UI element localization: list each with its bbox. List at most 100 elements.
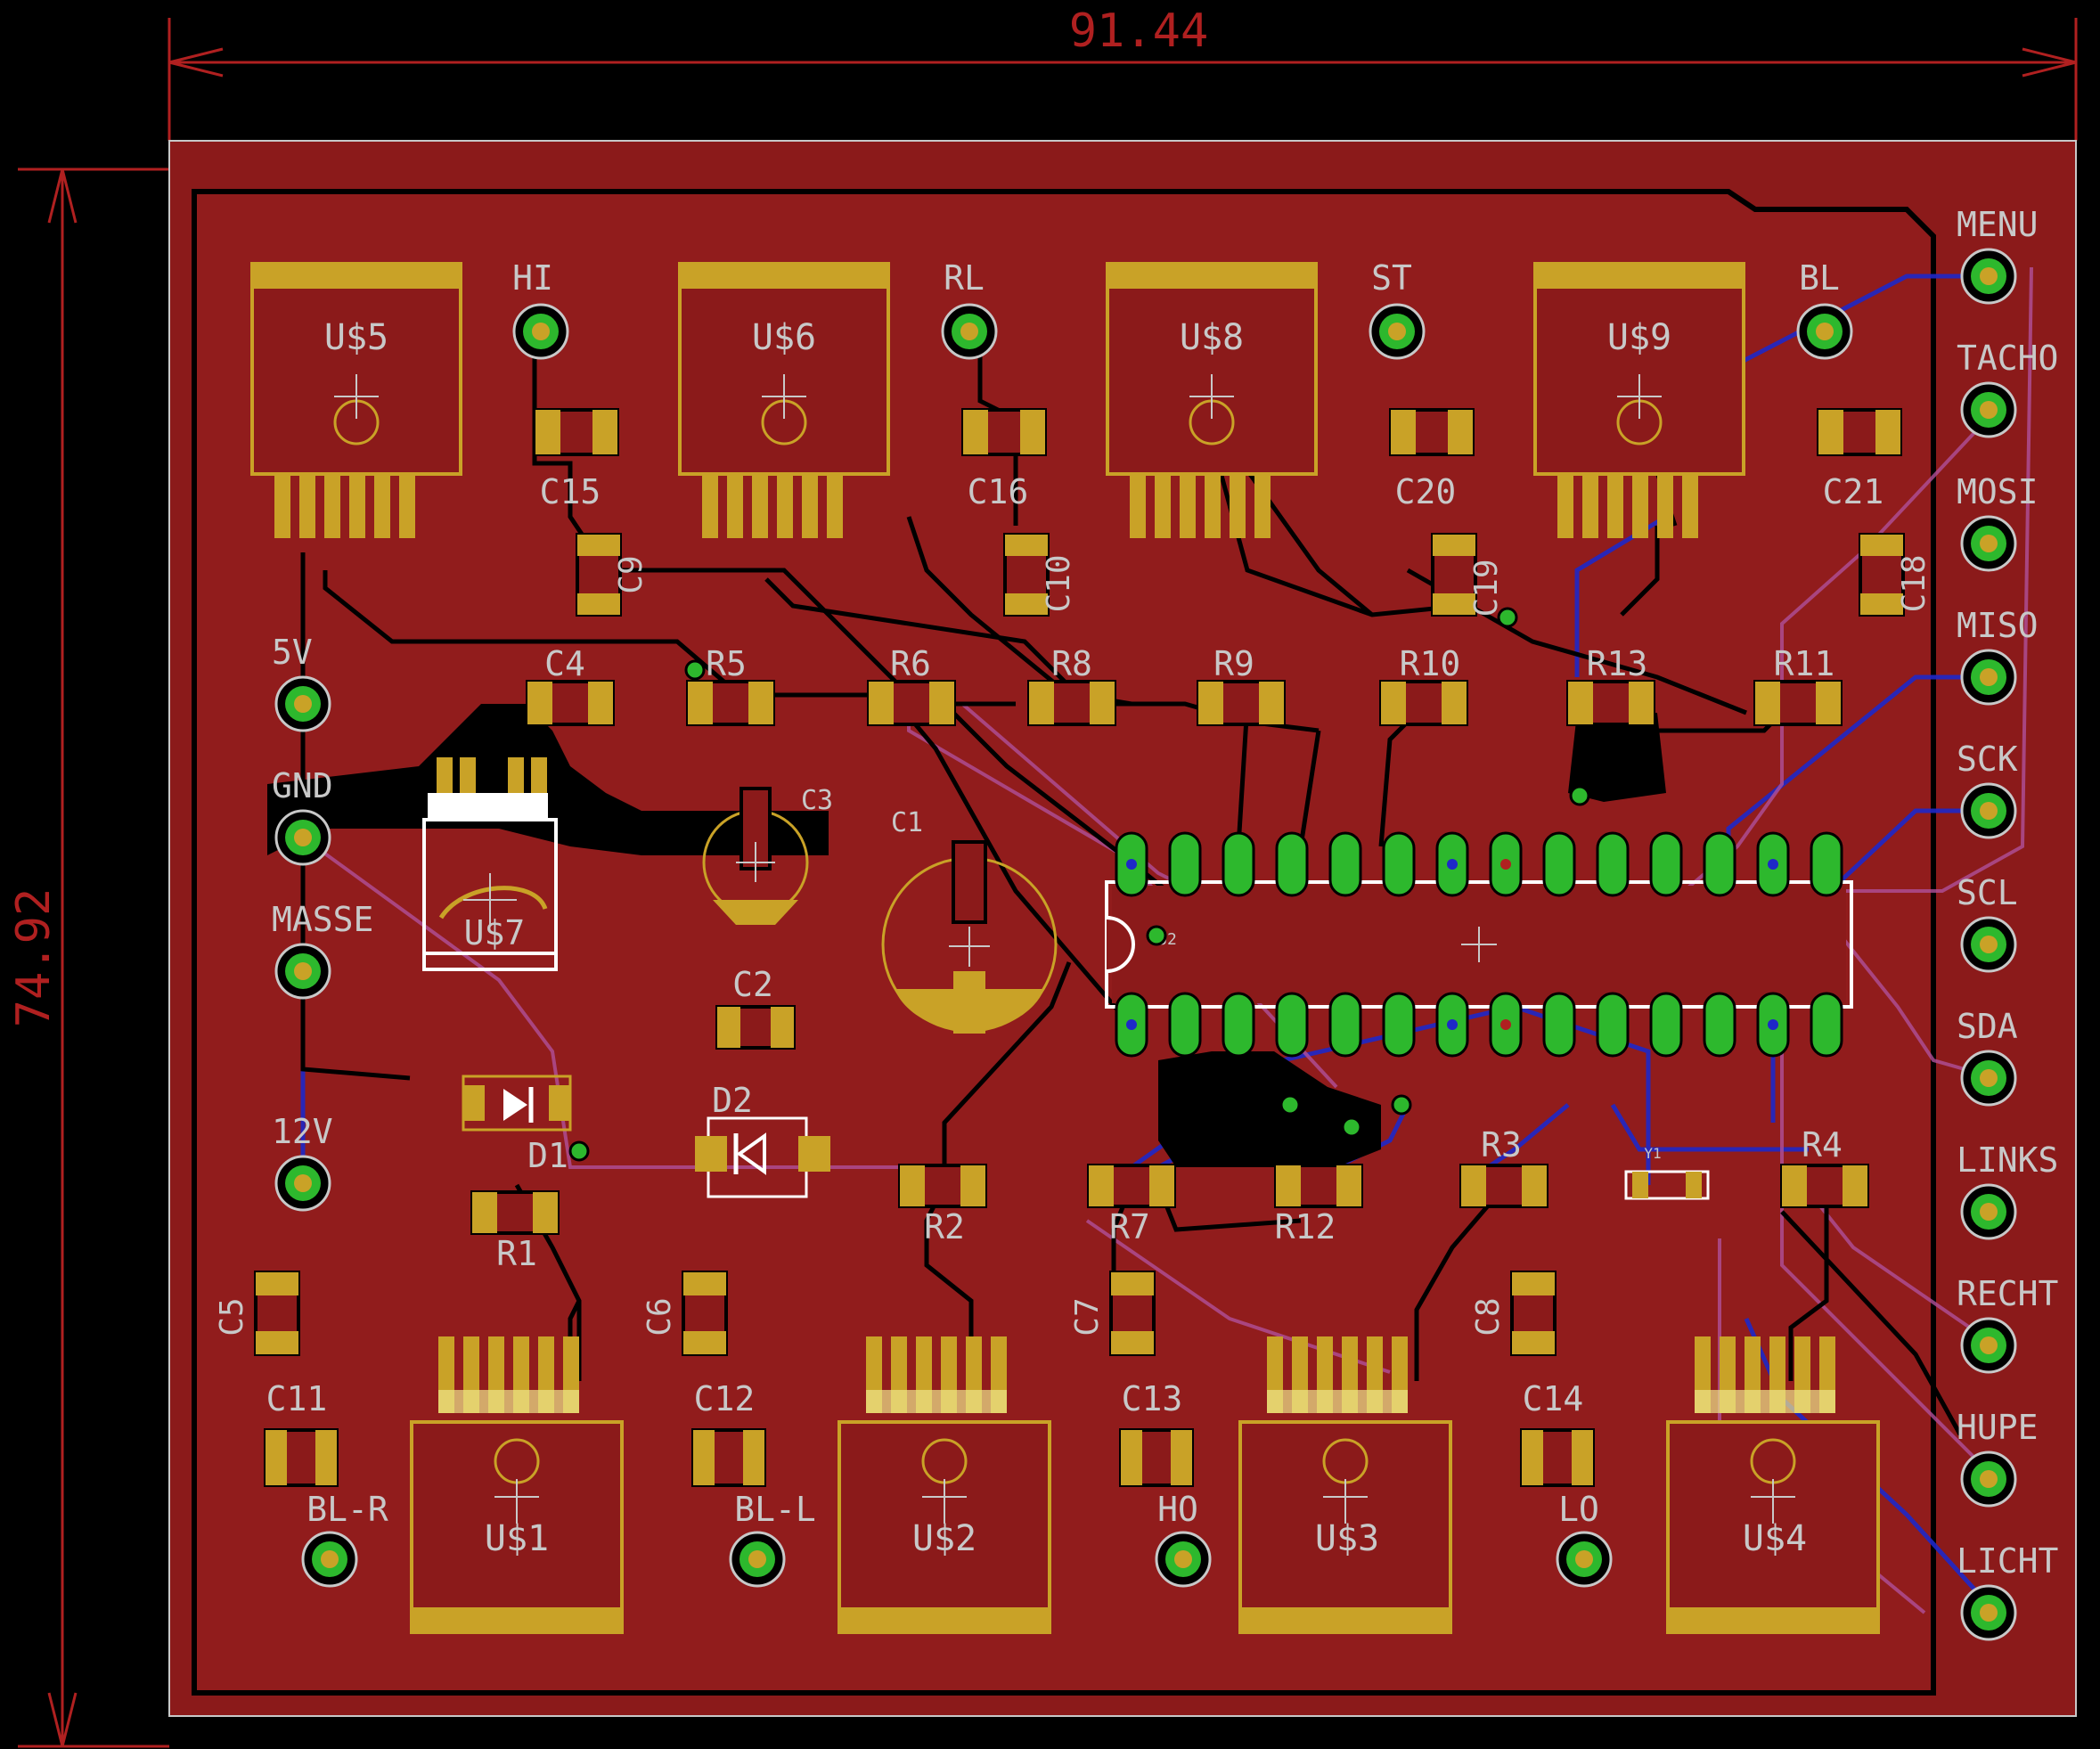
res-R2-label: R2	[924, 1207, 965, 1246]
res-R13-label: R13	[1587, 644, 1648, 683]
pad-miso-label: MISO	[1957, 606, 2039, 645]
pad-MASSE[interactable]: MASSE	[272, 900, 373, 1000]
driver-U$3: U$3	[1238, 1336, 1452, 1634]
pad-GND-label: GND	[272, 766, 333, 805]
pad-MASSE-label: MASSE	[272, 900, 373, 939]
res-R12: R12	[1274, 1164, 1363, 1246]
cap-C5-label: C5	[214, 1297, 250, 1336]
driver-U$4-label: U$4	[1743, 1518, 1807, 1559]
mcu-pin-holes	[1126, 859, 1778, 1030]
pad-recht-label: RECHT	[1957, 1274, 2058, 1313]
pad-BL[interactable]: BL	[1796, 258, 1853, 360]
pad-hupe[interactable]: HUPE	[1957, 1408, 2039, 1508]
res-R11-label: R11	[1774, 644, 1835, 683]
regulator-U$7: U$7	[422, 757, 558, 971]
res-R10-label: R10	[1400, 644, 1461, 683]
left-connectors: 5V GND MASSE 12V	[272, 633, 373, 1212]
pad-tacho[interactable]: TACHO	[1957, 339, 2058, 438]
diode-D1-label: D1	[527, 1136, 568, 1175]
cap-C5: C5	[214, 1271, 300, 1356]
cap-C11-label: C11	[266, 1379, 328, 1418]
pad-ST[interactable]: ST	[1369, 258, 1426, 360]
driver-U$6: U$6	[678, 262, 890, 538]
pad-BL-R-label: BL-R	[306, 1490, 388, 1529]
cap-C12-label: C12	[694, 1379, 756, 1418]
pad-sck[interactable]: SCK	[1957, 740, 2018, 839]
res-R1: R1	[470, 1190, 560, 1273]
cap-C8-label: C8	[1470, 1297, 1507, 1336]
pad-BL-R[interactable]: BL-R	[301, 1490, 388, 1588]
regulator-copper-area	[267, 704, 1666, 1167]
pad-HI[interactable]: HI	[512, 258, 569, 360]
pad-links[interactable]: LINKS	[1957, 1140, 2058, 1240]
driver-U$1-label: U$1	[485, 1518, 549, 1559]
driver-U$5: U$5	[250, 262, 462, 538]
pad-miso[interactable]: MISO	[1957, 606, 2039, 706]
cap-C15: C15	[534, 408, 619, 511]
pad-tacho-label: TACHO	[1957, 339, 2058, 378]
res-R4-label: R4	[1802, 1125, 1843, 1165]
diode-D2: D2	[695, 1081, 830, 1198]
top-capacitors: C15 C9 C16 C10 C20 C19	[534, 408, 1932, 617]
res-R6: R6	[867, 644, 956, 726]
pad-licht-label: LICHT	[1957, 1541, 2058, 1581]
vias	[568, 607, 1590, 1162]
cap-C2-label: C2	[732, 965, 773, 1004]
pad-5V[interactable]: 5V	[272, 633, 331, 732]
pad-sck-label: SCK	[1957, 740, 2018, 779]
pad-scl[interactable]: SCL	[1957, 873, 2018, 973]
cap-C1-label: C1	[891, 807, 923, 838]
res-R3: R3	[1459, 1125, 1548, 1208]
pad-BL-L[interactable]: BL-L	[729, 1490, 816, 1588]
cap-C7: C7	[1069, 1271, 1156, 1356]
res-R1-label: R1	[496, 1234, 537, 1273]
res-R6-label: R6	[890, 644, 931, 683]
crystal-Y1-label: Y1	[1644, 1145, 1661, 1162]
pad-LO[interactable]: LO	[1556, 1490, 1613, 1588]
driver-U$4: U$4	[1666, 1336, 1880, 1634]
res-R9: R9	[1197, 644, 1286, 726]
driver-U$6-label: U$6	[752, 317, 816, 358]
driver-U$9-label: U$9	[1607, 317, 1671, 358]
pad-RL[interactable]: RL	[941, 258, 998, 360]
cap-C6: C6	[641, 1271, 728, 1356]
res-R5: R5	[686, 644, 775, 726]
pad-12V[interactable]: 12V	[272, 1112, 333, 1212]
res-R4: R4	[1780, 1125, 1869, 1208]
bottom-capacitors: C5 C11 C6 C12 C7 C13	[214, 1271, 1595, 1487]
pad-mosi[interactable]: MOSI	[1957, 472, 2039, 572]
diode-D2-label: D2	[712, 1081, 753, 1120]
cap-C19: C19	[1431, 533, 1505, 617]
dimension-width	[168, 18, 2078, 141]
driver-U$2: U$2	[838, 1336, 1051, 1634]
cap-C15-label: C15	[540, 472, 601, 511]
top-output-pads: HI RL ST BL	[512, 258, 1853, 360]
mcu-U2: U2	[1105, 831, 1853, 1058]
pad-menu-label: MENU	[1957, 205, 2039, 244]
cap-C14-label: C14	[1523, 1379, 1584, 1418]
pad-recht[interactable]: RECHT	[1957, 1274, 2058, 1374]
cap-C10-label: C10	[1041, 554, 1077, 612]
cap-C9: C9	[576, 533, 650, 617]
cap-C8: C8	[1470, 1271, 1557, 1356]
res-R8-label: R8	[1051, 644, 1092, 683]
res-R5-label: R5	[706, 644, 747, 683]
ground-pour-outline	[192, 189, 1936, 1696]
pad-BL-L-label: BL-L	[734, 1490, 816, 1529]
driver-U$1: U$1	[410, 1336, 624, 1634]
pad-menu[interactable]: MENU	[1957, 205, 2039, 305]
cap-C20: C20	[1389, 408, 1475, 511]
pad-GND[interactable]: GND	[272, 766, 333, 866]
driver-U$8-label: U$8	[1180, 317, 1244, 358]
pad-RL-label: RL	[944, 258, 985, 298]
cap-C3-label: C3	[801, 785, 833, 816]
crystal-Y1: Y1	[1624, 1145, 1710, 1200]
pad-licht[interactable]: LICHT	[1957, 1541, 2058, 1641]
dimension-height	[18, 168, 169, 1748]
top-drivers: U$5 U$6 U$8	[250, 262, 1745, 538]
pad-sda[interactable]: SDA	[1957, 1007, 2018, 1107]
pad-HO[interactable]: HO	[1155, 1490, 1212, 1588]
cap-C7-label: C7	[1069, 1297, 1106, 1336]
cap-C11: C11	[264, 1379, 339, 1487]
driver-U$2-label: U$2	[912, 1518, 976, 1559]
